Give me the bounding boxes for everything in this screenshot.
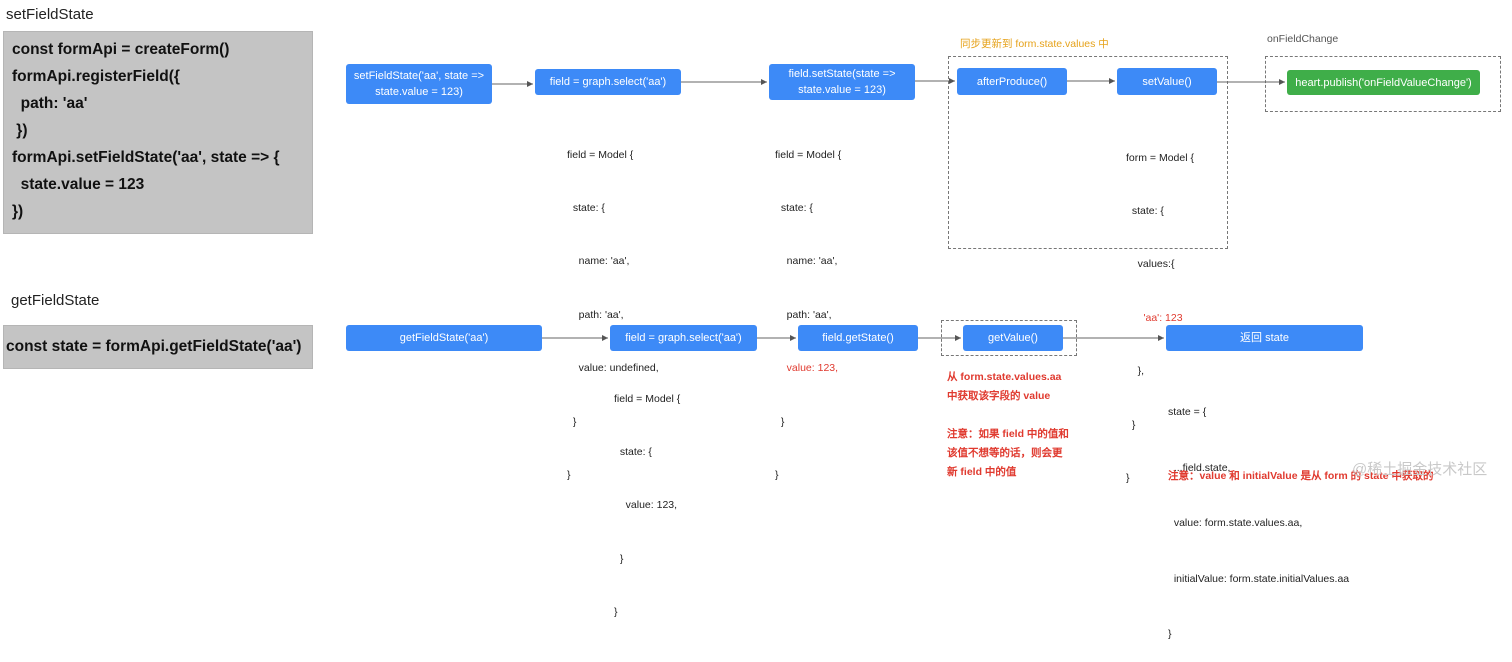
code-line: path: 'aa'	[12, 95, 88, 112]
model-line: path: 'aa',	[775, 308, 832, 321]
model-line: state: {	[775, 201, 813, 214]
heart-publish-node: heart.publish('onFieldValueChange')	[1287, 70, 1480, 95]
set-field-state-node: setFieldState('aa', state => state.value…	[346, 64, 492, 104]
field-get-state-node: field.getState()	[798, 325, 918, 351]
model-line: state: {	[1126, 204, 1164, 217]
graph-select-node: field = graph.select('aa')	[535, 69, 681, 95]
model-line: field = Model {	[614, 392, 681, 405]
model-line: }	[775, 468, 779, 481]
code-line: })	[12, 203, 24, 220]
model-line-highlight: 'aa': 123	[1126, 311, 1183, 324]
set-value-node: setValue()	[1117, 68, 1217, 95]
state-line: value: form.state.values.aa,	[1168, 517, 1303, 529]
form-model: form = Model { state: { values:{ 'aa': 1…	[1126, 114, 1194, 506]
watermark: @稀土掘金技术社区	[1352, 461, 1488, 478]
model-line: field = Model {	[775, 148, 842, 161]
field-set-state-node: field.setState(state => state.value = 12…	[769, 64, 915, 100]
model-line: state: {	[567, 201, 605, 214]
get-section-title: getFieldState	[11, 292, 100, 309]
code-line: const state = formApi.getFieldState('aa'…	[6, 338, 302, 355]
state-line: initialValue: form.state.initialValues.a…	[1168, 572, 1350, 585]
model-line: form = Model {	[1126, 151, 1194, 164]
model-line: }	[567, 468, 571, 481]
model-line: state: {	[614, 445, 652, 458]
model-line: name: 'aa',	[775, 255, 838, 268]
sync-label: 同步更新到 form.state.values 中	[960, 38, 1109, 50]
code-line: formApi.setFieldState('aa', state => {	[12, 149, 280, 166]
model-line: }	[1126, 418, 1136, 431]
set-code-block: const formApi = createForm() formApi.reg…	[3, 31, 313, 234]
model-line: value: undefined,	[567, 362, 659, 375]
state-line: state = {	[1168, 406, 1207, 418]
model-line: }	[775, 415, 785, 428]
model-line: }	[567, 415, 577, 428]
after-produce-node: afterProduce()	[957, 68, 1067, 95]
code-line: state.value = 123	[12, 176, 145, 193]
model-line: },	[1126, 365, 1145, 378]
get-field-state-node: getFieldState('aa')	[346, 325, 542, 351]
return-state-node: 返回 state	[1166, 325, 1363, 351]
get-value-note: 从 form.state.values.aa 中获取该字段的 value 注意：…	[947, 371, 1069, 478]
model-line: value: 123,	[614, 499, 678, 512]
code-line: })	[12, 122, 28, 139]
set-section-title: setFieldState	[6, 6, 94, 23]
field-model-after: field = Model { state: { name: 'aa', pat…	[775, 111, 841, 503]
model-line: name: 'aa',	[567, 255, 630, 268]
state-line: ...field.state,	[1168, 461, 1231, 474]
model-line: field = Model {	[567, 148, 634, 161]
state-note: 注意：value 和 initialValue 是从 form 的 state …	[1168, 470, 1434, 482]
get-code-block: const state = formApi.getFieldState('aa'…	[3, 325, 313, 369]
on-field-change-group-outline	[1265, 56, 1501, 112]
connector-arrows	[492, 78, 1285, 341]
state-line: }	[1168, 628, 1172, 640]
field-model-before: field = Model { state: { name: 'aa', pat…	[567, 111, 659, 503]
sync-group-outline	[948, 56, 1228, 249]
on-field-change-label: onFieldChange	[1267, 33, 1339, 45]
code-line: const formApi = createForm()	[12, 41, 230, 58]
code-line: formApi.registerField({	[12, 68, 180, 85]
model-line-highlight: value: 123,	[775, 362, 839, 375]
graph-select-node-2: field = graph.select('aa')	[610, 325, 757, 351]
model-line: values:{	[1126, 258, 1175, 271]
model-line: path: 'aa',	[567, 308, 624, 321]
get-value-node: getValue()	[963, 325, 1063, 351]
model-line: }	[1126, 471, 1130, 484]
model-line: }	[614, 552, 624, 565]
model-line: }	[614, 606, 618, 619]
